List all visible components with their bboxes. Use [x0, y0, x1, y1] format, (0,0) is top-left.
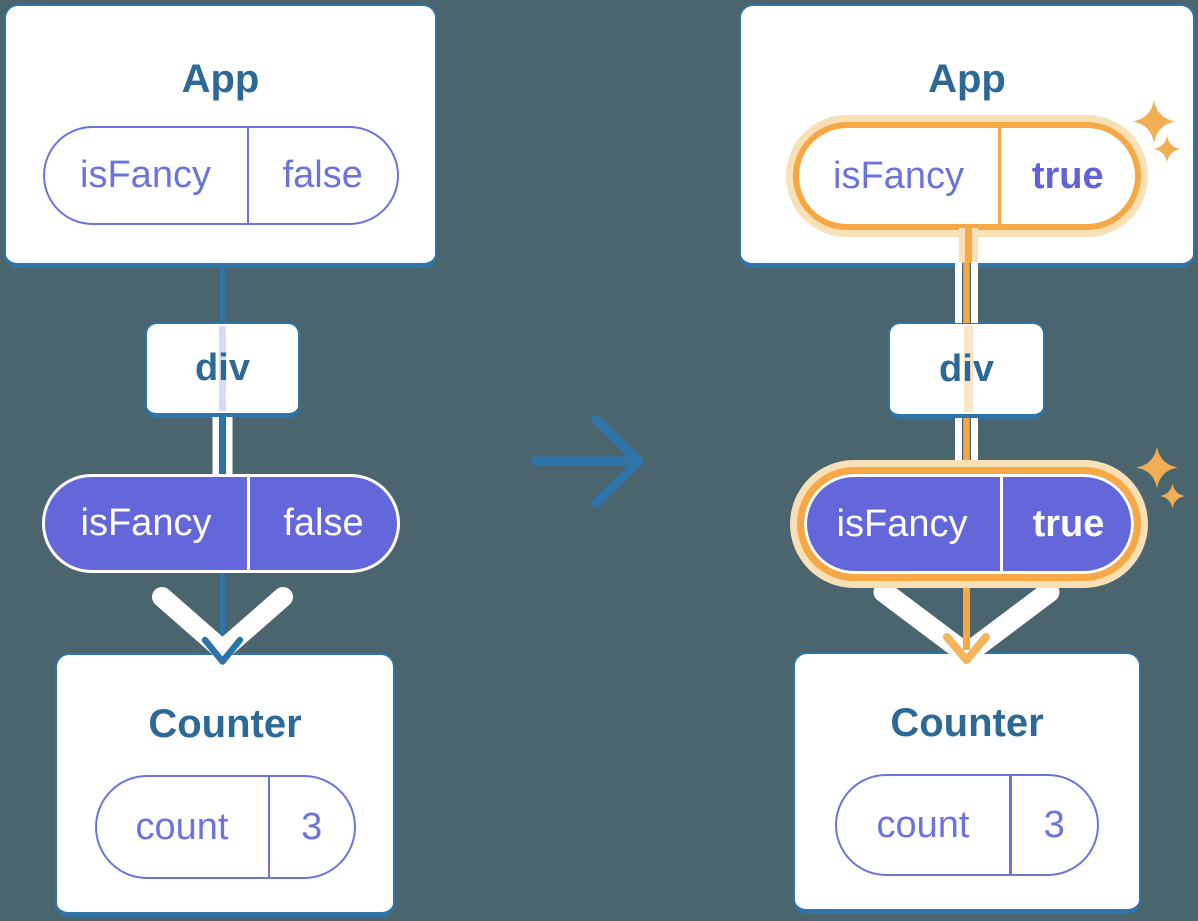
prop-stripe	[964, 326, 973, 412]
pill-divider	[246, 128, 249, 223]
sparkle-icon	[1136, 446, 1178, 489]
pill-divider	[267, 777, 270, 877]
pill-divider	[1009, 776, 1012, 874]
prop-name: isFancy	[836, 502, 968, 545]
state-pill-after: count 3	[835, 774, 1099, 876]
prop-flow-orange-line	[965, 228, 972, 263]
prop-name: isFancy	[833, 154, 964, 197]
app-card-after: App isFancy true	[739, 4, 1195, 268]
pill-divider	[1000, 474, 1003, 574]
component-title: Counter	[890, 701, 1044, 745]
prop-value: false	[283, 502, 364, 544]
prop-name: isFancy	[80, 502, 212, 544]
div-node-card-before: div	[145, 322, 300, 418]
down-chevron-arrow-icon	[873, 581, 1060, 665]
pill-divider	[247, 477, 250, 570]
prop-value: true	[1032, 502, 1105, 545]
prop-value: false	[282, 154, 363, 196]
div-node-label: div	[195, 347, 250, 389]
component-title: Counter	[148, 702, 302, 746]
counter-card-after: Counter count 3	[793, 652, 1141, 914]
state-name: count	[135, 805, 229, 848]
prop-stripe	[219, 326, 226, 411]
component-title: App	[928, 57, 1006, 101]
app-card-before: App isFancy false	[4, 4, 437, 268]
div-node-card-after: div	[888, 322, 1045, 419]
prop-pill-before: isFancy false	[42, 126, 399, 225]
component-title: App	[181, 57, 260, 101]
right-arrow-icon	[530, 414, 644, 508]
counter-card-before: Counter count 3	[55, 653, 395, 917]
passed-prop-pill-before: isFancy false	[42, 474, 400, 573]
sparkle-icon	[1160, 483, 1185, 509]
state-name: count	[876, 803, 970, 846]
div-node-label: div	[939, 347, 994, 390]
state-value: 3	[1043, 803, 1065, 846]
state-value: 3	[301, 805, 323, 848]
down-chevron-arrow-icon	[152, 587, 293, 660]
pill-divider	[998, 128, 1001, 224]
prop-name: isFancy	[80, 154, 211, 196]
prop-pill-after-highlighted: isFancy true	[793, 122, 1141, 230]
passed-prop-pill-after-highlighted: isFancy true	[797, 467, 1141, 581]
prop-value: true	[1031, 154, 1104, 197]
state-pill-before: count 3	[94, 775, 356, 879]
